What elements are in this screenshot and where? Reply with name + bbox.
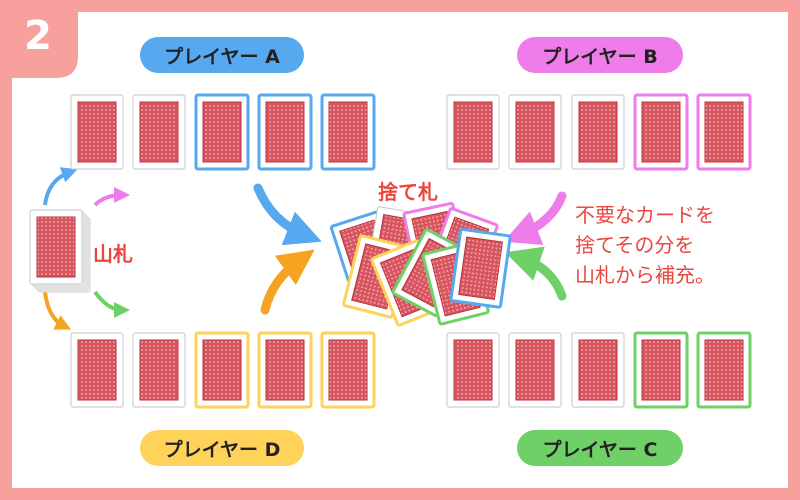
step-badge <box>0 0 78 78</box>
player-c-card <box>571 332 625 408</box>
player-a-card <box>194 93 250 171</box>
player-d-card <box>257 331 313 409</box>
instruction-note: 不要なカードを 捨てその分を 山札から補充。 <box>575 200 775 290</box>
player-c-card <box>508 332 562 408</box>
player-d-card <box>194 331 250 409</box>
deck-label: 山札 <box>93 242 133 266</box>
player-a-card <box>320 93 376 171</box>
note-line-2: 捨てその分を <box>575 233 695 257</box>
d-discard-arrow <box>260 249 315 315</box>
player-c-card <box>696 331 752 409</box>
player-a-card <box>132 94 186 170</box>
deck-to-b-arrow <box>93 187 130 207</box>
player-b-card <box>446 94 500 170</box>
a-discard-arrow <box>253 183 322 246</box>
deck-stack <box>29 209 91 293</box>
player-b-card <box>571 94 625 170</box>
player-d-card <box>320 331 376 409</box>
player-a-card <box>70 94 124 170</box>
deck-to-d-arrow <box>43 291 72 330</box>
note-line-3: 山札から補充。 <box>575 263 715 287</box>
b-discard-arrow <box>503 191 567 245</box>
player-a-card <box>257 93 313 171</box>
note-line-1: 不要なカードを <box>575 203 715 227</box>
player-d-card <box>132 332 186 408</box>
player-c-card <box>446 332 500 408</box>
c-discard-arrow <box>504 246 567 301</box>
player-d-card <box>70 332 124 408</box>
player-b-card <box>508 94 562 170</box>
player-a-label: プレイヤー A <box>140 37 304 73</box>
player-d-label: プレイヤー D <box>140 430 304 466</box>
discard-card <box>449 227 512 309</box>
deck-to-c-arrow <box>93 290 130 318</box>
player-b-card <box>633 93 689 171</box>
deck-to-a-arrow <box>43 167 78 206</box>
player-b-card <box>696 93 752 171</box>
discard-label: 捨て札 <box>378 180 438 204</box>
player-c-label: プレイヤー C <box>517 430 683 466</box>
player-b-label: プレイヤー B <box>517 37 683 73</box>
player-c-card <box>633 331 689 409</box>
step-number: 2 <box>24 13 52 59</box>
